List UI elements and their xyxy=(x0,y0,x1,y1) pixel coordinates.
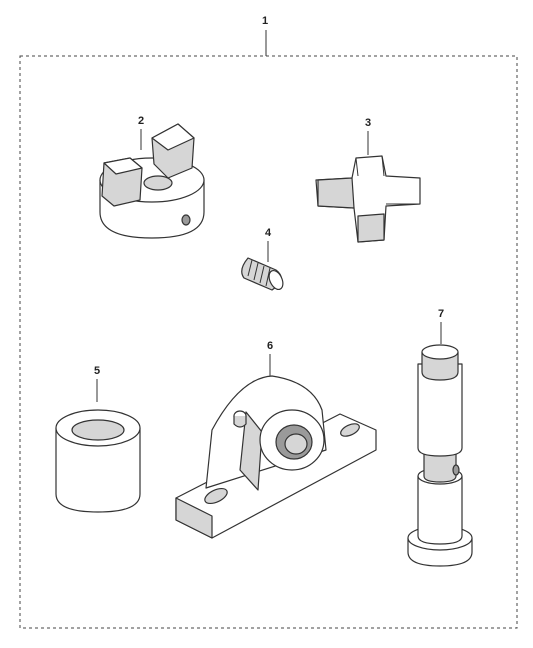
callout-label-coupling-hub: 2 xyxy=(138,115,144,127)
kit-boundary xyxy=(19,55,518,629)
shaft[interactable]: 7 xyxy=(407,308,473,567)
callout-label-set-screw: 4 xyxy=(265,227,272,239)
bushing[interactable]: 5 xyxy=(55,365,141,513)
callout-label-bushing: 5 xyxy=(94,365,100,377)
spider-insert[interactable]: 3 xyxy=(315,117,421,243)
callout-kit[interactable]: 1 xyxy=(262,15,268,56)
callout-label-spider-insert: 3 xyxy=(365,117,371,129)
set-screw[interactable]: 4 xyxy=(241,227,286,292)
coupling-hub[interactable]: 2 xyxy=(99,115,205,239)
callout-label-kit: 1 xyxy=(262,15,268,27)
callout-label-pillow-block-bearing: 6 xyxy=(267,340,273,352)
pillow-block-bearing[interactable]: 6 xyxy=(175,340,377,539)
callout-label-shaft: 7 xyxy=(438,308,444,320)
